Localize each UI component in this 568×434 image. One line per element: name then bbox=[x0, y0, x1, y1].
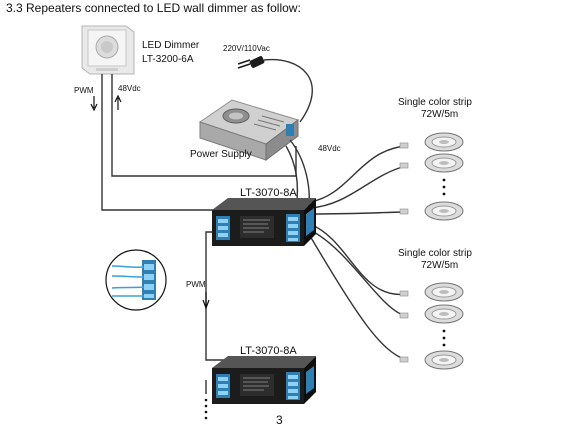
vdc-label-right: 48Vdc bbox=[318, 144, 341, 153]
dimmer-model: LT-3200-6A bbox=[142, 54, 194, 65]
led-strip-reel-icon bbox=[424, 132, 464, 152]
cable-connectors bbox=[399, 142, 409, 363]
pwm-arrow-down-icon bbox=[202, 292, 210, 310]
led-strip-reel-icon bbox=[424, 201, 464, 221]
ellipsis-dots bbox=[442, 329, 446, 347]
mains-plug-icon bbox=[237, 56, 265, 69]
strip-group-2-title: Single color strip bbox=[398, 248, 472, 259]
page-number: 3 bbox=[276, 413, 283, 427]
strip-group-1-title: Single color strip bbox=[398, 97, 472, 108]
vdc-label-top: 48Vdc bbox=[118, 84, 141, 93]
pwm-arrow-down-icon bbox=[90, 96, 98, 112]
repeater-2-device bbox=[211, 355, 317, 405]
dimmer-title: LED Dimmer bbox=[142, 40, 200, 51]
led-strip-reel-icon bbox=[424, 304, 464, 324]
repeater-1-label: LT-3070-8A bbox=[240, 187, 297, 199]
mains-label: 220V/110Vac bbox=[223, 44, 270, 53]
vdc-arrow-up-icon bbox=[114, 94, 122, 110]
led-strip-reel-icon bbox=[424, 282, 464, 302]
pwm-label-side: PWM bbox=[186, 280, 206, 289]
section-heading: 3.3 Repeaters connected to LED wall dimm… bbox=[6, 1, 301, 15]
led-dimmer-device bbox=[81, 25, 135, 75]
ellipsis-dots bbox=[204, 398, 208, 420]
led-strip-reel-icon bbox=[424, 153, 464, 173]
connector-detail-inset bbox=[105, 249, 167, 311]
power-supply-label: Power Supply bbox=[190, 149, 252, 160]
strip-group-2-spec: 72W/5m bbox=[421, 260, 458, 271]
repeater-1-device bbox=[211, 197, 317, 247]
led-strip-reel-icon bbox=[424, 350, 464, 370]
power-supply-device bbox=[198, 99, 300, 161]
mains-cable bbox=[263, 58, 313, 123]
repeater-2-label: LT-3070-8A bbox=[240, 345, 297, 357]
ellipsis-dots bbox=[442, 178, 446, 196]
strip-group-1-spec: 72W/5m bbox=[421, 109, 458, 120]
pwm-label-top: PWM bbox=[74, 86, 94, 95]
